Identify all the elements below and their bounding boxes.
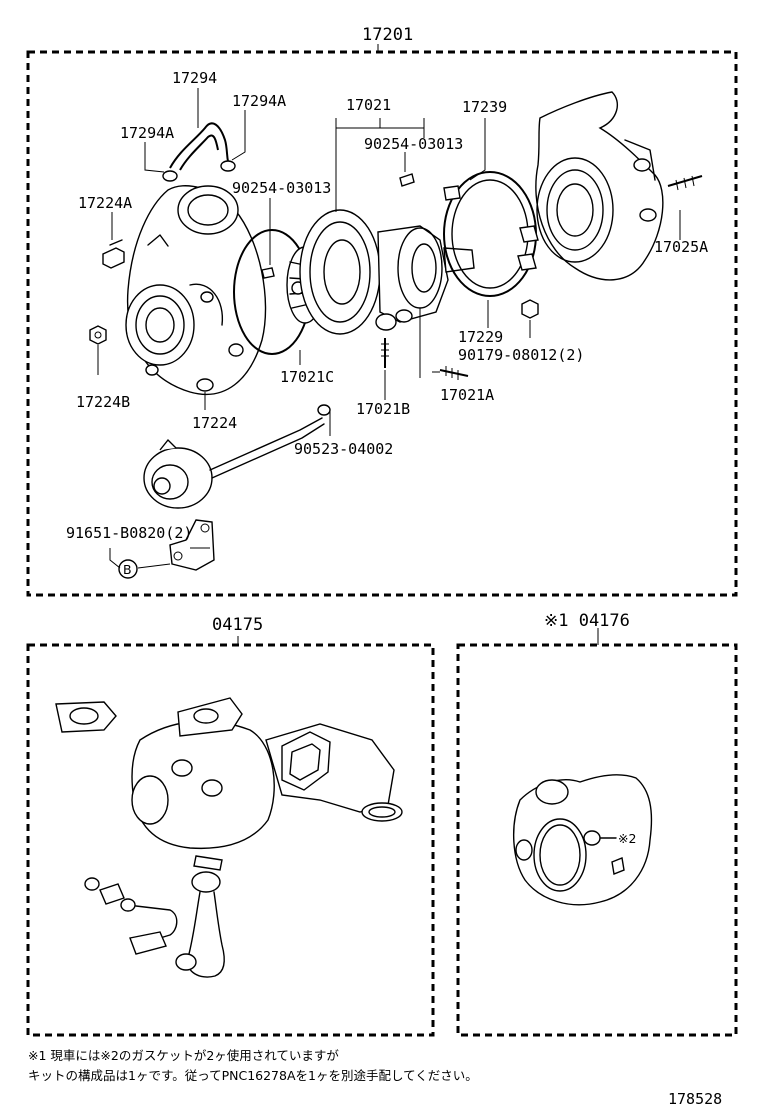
ref-mark-b: B	[118, 559, 138, 579]
footnote-line-1: ※1 現車には※2のガスケットが2ヶ使用されていますが	[28, 1048, 339, 1063]
part-label-17294A-right: 17294A	[232, 92, 286, 110]
group-label-17201: 17201	[362, 25, 413, 45]
group-label-04176: ※1 04176	[544, 611, 630, 631]
main-assembly-frame	[26, 50, 738, 597]
part-label-17294: 17294	[172, 69, 217, 87]
gasket-kit-frame	[26, 643, 435, 1037]
part-label-90523: 90523-04002	[294, 440, 393, 458]
compressor-housing-drawing	[125, 185, 267, 396]
part-label-17021C: 17021C	[280, 368, 334, 386]
part-label-17224B: 17224B	[76, 393, 130, 411]
part-label-17229: 17229	[458, 328, 503, 346]
gasket-kit-alt-drawing	[512, 774, 653, 906]
part-label-90179: 90179-08012(2)	[458, 346, 584, 364]
stud-17021A-drawing	[439, 366, 469, 380]
footnote-line-2: キットの構成品は1ヶです。従ってPNC16278Aを1ヶを別途手配してください。	[28, 1068, 478, 1083]
mark-2-label: ※2	[618, 831, 636, 846]
gasket-kit-alt-frame	[456, 643, 738, 1037]
hose-drawing	[162, 122, 236, 182]
part-label-90254-upper: 90254-03013	[364, 135, 463, 153]
part-label-17021A: 17021A	[440, 386, 494, 404]
part-label-17224A: 17224A	[78, 194, 132, 212]
clip-90254-drawing	[261, 173, 415, 279]
nut-90179-drawing	[521, 299, 539, 319]
ref-mark-b-text: B	[123, 562, 132, 577]
part-label-17239: 17239	[462, 98, 507, 116]
group-label-04175: 04175	[212, 615, 263, 635]
figure-number: 178528	[668, 1090, 722, 1108]
part-label-17021: 17021	[346, 96, 391, 114]
part-label-17025A: 17025A	[654, 238, 708, 256]
gasket-kit-drawing	[55, 697, 403, 978]
part-label-17294A-left: 17294A	[120, 124, 174, 142]
stud-17025A-drawing	[667, 175, 703, 191]
stud-17021B-drawing	[381, 338, 389, 368]
part-label-90254-lower: 90254-03013	[232, 179, 331, 197]
part-label-91651: 91651-B0820(2)	[66, 524, 192, 542]
center-housing-drawing	[299, 209, 475, 335]
part-label-17224: 17224	[192, 414, 237, 432]
clamp-17239-drawing	[443, 171, 539, 297]
nut-17224B-drawing	[89, 325, 107, 345]
turbine-housing-drawing	[535, 91, 664, 281]
group-brackets	[237, 44, 599, 645]
leader-lines	[97, 88, 681, 569]
bolt-17224A-drawing	[102, 239, 125, 269]
actuator-drawing	[143, 404, 331, 571]
part-label-17021B: 17021B	[356, 400, 410, 418]
